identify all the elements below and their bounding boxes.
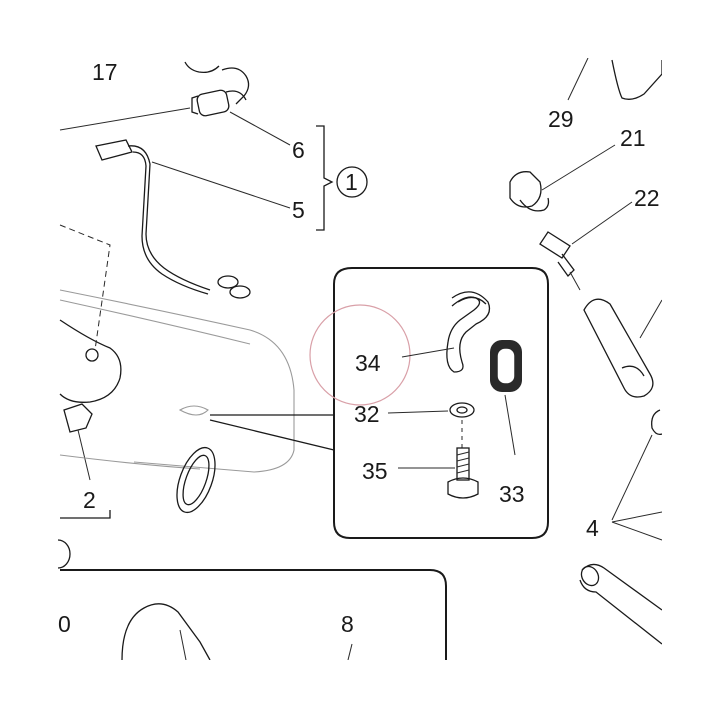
leader-4a (611, 434, 653, 521)
grommet-33-drawing (490, 340, 522, 392)
callout-2: 2 (83, 487, 96, 513)
frame-left-drawing (57, 224, 295, 569)
callout-29: 29 (548, 106, 574, 132)
leader-21 (541, 144, 616, 191)
callout-21: 21 (620, 125, 646, 151)
callout-6: 6 (292, 137, 305, 163)
switch-22-drawing (539, 231, 581, 291)
callout-33: 33 (499, 481, 525, 507)
cap-21-drawing (509, 171, 550, 212)
lower-part-drawing (121, 603, 211, 661)
leader-22 (571, 201, 633, 245)
grommet-drawing (176, 405, 216, 514)
leader-4c (611, 521, 663, 541)
detail-inset-frame (333, 267, 549, 539)
callout-0: 0 (58, 611, 71, 637)
leader-32 (387, 410, 449, 414)
group-bracket (316, 125, 334, 231)
callout-1-circle (336, 166, 368, 198)
part-29-drawing (567, 57, 663, 101)
callout-8: 8 (341, 611, 354, 637)
harness-5-drawing (95, 139, 251, 299)
callout-34: 34 (355, 350, 381, 376)
callout-5: 5 (292, 197, 305, 223)
callout-22: 22 (634, 185, 660, 211)
callout-35: 35 (362, 458, 388, 484)
leader-34 (401, 347, 455, 358)
bar-right-drawing (579, 563, 663, 645)
leader-6 (229, 111, 291, 146)
connector-6-drawing (59, 61, 250, 131)
bolt-35-drawing (447, 447, 479, 499)
highlight-circle (309, 304, 411, 406)
callout-17: 17 (92, 59, 118, 85)
leader-8 (347, 643, 353, 661)
washer-32-drawing (449, 402, 475, 418)
inset-pointer-bottom (209, 419, 335, 451)
leader-33 (504, 394, 516, 456)
callout-32: 32 (354, 401, 380, 427)
tube-right-drawing (583, 298, 663, 436)
callout-1: 1 (345, 169, 358, 195)
wire-clip-34-drawing (446, 291, 491, 373)
leader-5 (151, 161, 291, 209)
callout-4: 4 (586, 515, 599, 541)
lower-panel-frame (60, 569, 447, 660)
leader-4b (611, 511, 663, 523)
